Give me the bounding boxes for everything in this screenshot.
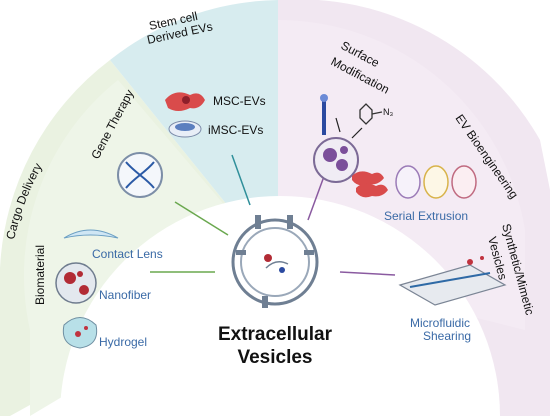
n3-label: N₃ [383,107,393,117]
extracellular-vesicle-icon [231,215,319,308]
microfluidic-label-1: Microfluidic [410,316,470,330]
microfluidic-chip-icon [398,256,507,306]
dna-icon [117,152,163,198]
center-title-line2: Vesicles [237,347,312,368]
hydrogel-icon [62,317,98,349]
contact-lens-label: Contact Lens [92,247,163,261]
serial-extrusion-label: Serial Extrusion [384,209,468,223]
imsc-evs-label: iMSC-EVs [208,123,263,137]
msc-cell-icon [165,92,205,111]
nanofiber-label: Nanofiber [99,288,151,302]
lower-white-fan [150,300,400,416]
connector-stem [231,154,251,206]
serial-extrusion-icon [352,165,477,199]
microfluidic-label-2: Shearing [423,329,471,343]
surface-modification-icon: N₃ [313,94,393,183]
connector-bioeng [339,271,396,276]
msc-evs-label: MSC-EVs [213,94,266,108]
nanofiber-icon [55,262,97,304]
center-title-line1: Extracellular [218,324,333,345]
connector-gene [174,201,229,236]
biomaterial-label: Biomaterial [33,245,47,305]
hydrogel-label: Hydrogel [99,335,147,349]
imsc-dish-icon [168,120,202,138]
contact-lens-icon [63,229,119,239]
